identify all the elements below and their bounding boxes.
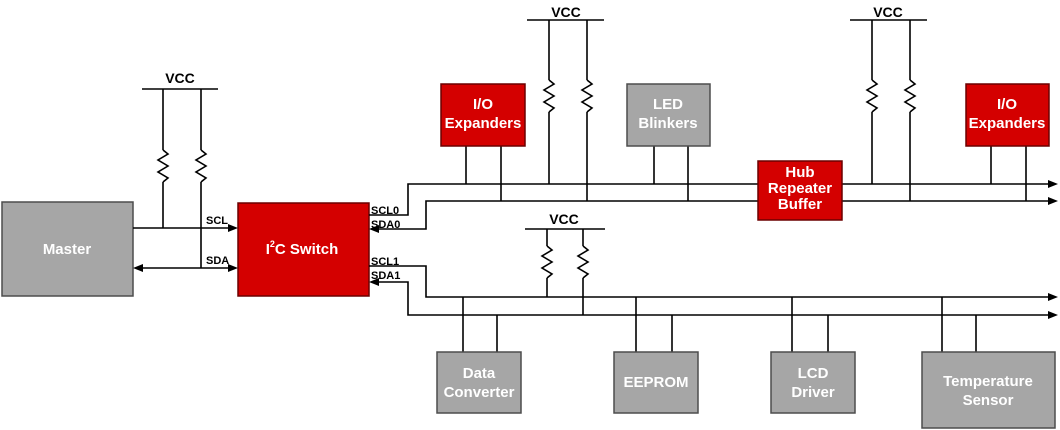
scl0-line (369, 183, 1050, 216)
pullup-resistor (194, 149, 208, 183)
arrowhead (1048, 180, 1058, 188)
arrowhead (228, 224, 238, 232)
scl0-label: SCL0 (371, 205, 399, 217)
pullup-resistor (540, 245, 554, 279)
master-label: Master (43, 241, 92, 258)
vcc-label-ch1: VCC (549, 211, 579, 227)
i2c-switch-box (237, 202, 370, 297)
lcd-driver-box (770, 351, 856, 414)
scl1-label: SCL1 (371, 256, 399, 268)
sda0-line (377, 200, 1050, 230)
i2c-switch-label: I2C Switch (266, 239, 339, 258)
vcc-label-master: VCC (165, 70, 195, 86)
io-expanders-box-1 (440, 83, 526, 147)
vcc-label-ch0-left: VCC (551, 4, 581, 20)
arrowhead (1048, 311, 1058, 319)
pullup-resistor (903, 79, 917, 113)
pullup-resistor (580, 79, 594, 113)
pullup-resistor (576, 245, 590, 279)
sda1-line (377, 281, 1050, 316)
scl1-line (369, 265, 1050, 298)
hub-repeater-buffer-box (757, 160, 843, 221)
arrowhead (133, 264, 143, 272)
arrowhead (1048, 197, 1058, 205)
arrowhead (1048, 293, 1058, 301)
led-blinkers-box (626, 83, 711, 147)
eeprom-label: EEPROM (623, 374, 688, 391)
master-sda-label: SDA (206, 255, 229, 267)
pullup-resistor (865, 79, 879, 113)
arrowhead (369, 225, 379, 233)
vcc-label-ch0-right: VCC (873, 4, 903, 20)
arrowhead (369, 278, 379, 286)
pullup-resistor (156, 149, 170, 183)
pullup-resistor (542, 79, 556, 113)
arrowhead (228, 264, 238, 272)
data-converter-box (436, 351, 522, 414)
master-box (1, 201, 134, 297)
temperature-sensor-box (921, 351, 1056, 429)
eeprom-box (613, 351, 699, 414)
master-scl-label: SCL (206, 215, 228, 227)
io-expanders-box-2 (965, 83, 1050, 147)
